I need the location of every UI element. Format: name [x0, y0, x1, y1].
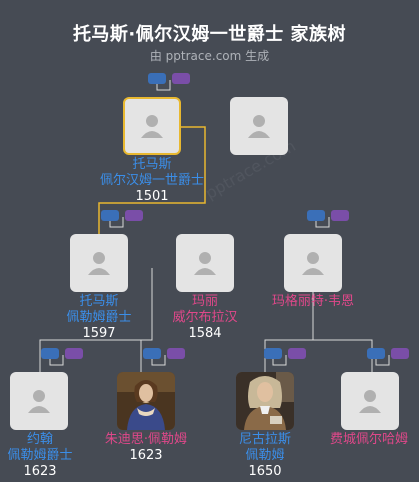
person-birth-year: 1623 [23, 464, 57, 479]
person-card-thomas-2[interactable] [70, 234, 128, 292]
badge-male[interactable] [264, 348, 282, 359]
badge-female[interactable] [288, 348, 306, 359]
person-name[interactable]: 朱迪思·佩勒姆 [104, 432, 188, 447]
badge-male[interactable] [143, 348, 161, 359]
badge-female[interactable] [391, 348, 409, 359]
page-subtitle: 由 pptrace.com 生成 [149, 49, 270, 63]
badge-male[interactable] [101, 210, 119, 221]
person-avatar-icon [359, 390, 381, 413]
person-card-thomas-1[interactable] [123, 97, 181, 155]
badge-male[interactable] [307, 210, 325, 221]
person-avatar-icon [194, 252, 216, 275]
person-card-nicholas[interactable] [236, 372, 294, 430]
person-card-margaret[interactable] [284, 234, 342, 292]
person-avatar-icon [88, 252, 110, 275]
person-name[interactable]: 费城佩尔哈姆 [329, 432, 408, 447]
person-birth-year: 1501 [135, 189, 169, 204]
person-name[interactable]: 约翰 佩勒姆爵士 [7, 432, 73, 463]
person-card-judith[interactable] [117, 372, 175, 430]
badge-male[interactable] [367, 348, 385, 359]
person-name[interactable]: 玛丽 威尔布拉汉 [172, 294, 238, 325]
person-birth-year: 1650 [248, 464, 282, 479]
badge-female[interactable] [331, 210, 349, 221]
person-name[interactable]: 托马斯 佩勒姆爵士 [66, 294, 132, 325]
portrait-photo [236, 372, 294, 430]
person-card-spouse-1[interactable] [230, 97, 288, 155]
person-birth-year: 1597 [82, 326, 116, 341]
badge-female[interactable] [125, 210, 143, 221]
person-card-john[interactable] [10, 372, 68, 430]
portrait-photo [117, 372, 175, 430]
person-avatar-icon [302, 252, 324, 275]
badge-male[interactable] [41, 348, 59, 359]
person-name[interactable]: 玛格丽特·韦恩 [271, 294, 355, 309]
person-name[interactable]: 尼古拉斯 佩勒姆 [238, 432, 291, 463]
badge-female[interactable] [65, 348, 83, 359]
person-birth-year: 1584 [188, 326, 222, 341]
person-card-mary[interactable] [176, 234, 234, 292]
page-title: 托马斯·佩尔汉姆一世爵士 家族树 [72, 24, 347, 45]
person-avatar-icon [28, 390, 50, 413]
person-avatar-icon [141, 115, 163, 138]
badge-female[interactable] [167, 348, 185, 359]
person-birth-year: 1623 [129, 448, 163, 463]
person-name[interactable]: 托马斯 佩尔汉姆一世爵士 [99, 157, 204, 188]
badge-male[interactable] [148, 73, 166, 84]
person-avatar-icon [248, 115, 270, 138]
badge-female[interactable] [172, 73, 190, 84]
person-card-fabian[interactable] [341, 372, 399, 430]
